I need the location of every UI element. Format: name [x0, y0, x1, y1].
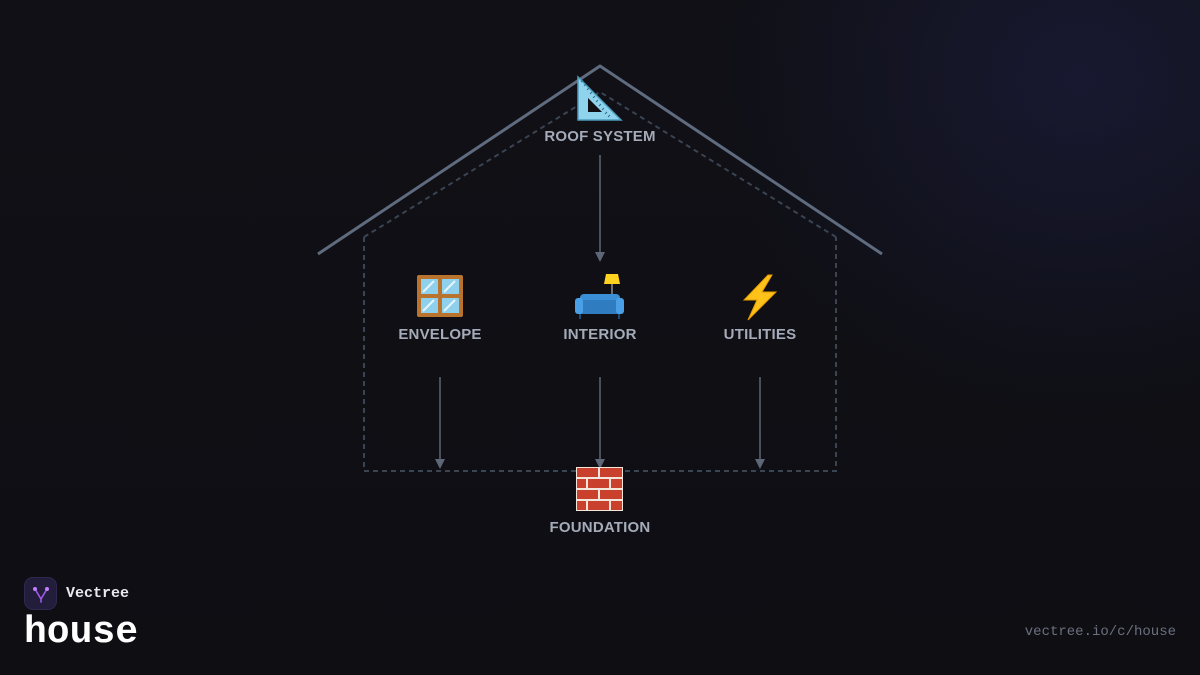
brick-icon [576, 467, 623, 511]
roof-line [317, 64, 883, 256]
node-label-foundation: FOUNDATION [550, 519, 651, 536]
window-icon [417, 275, 463, 317]
node-label-envelope: ENVELOPE [398, 326, 481, 343]
node-envelope[interactable]: ENVELOPE [398, 275, 481, 343]
lightning-bolt-icon [742, 274, 778, 321]
couch-and-lamp-icon [575, 274, 624, 319]
node-label-interior: INTERIOR [563, 326, 636, 343]
vectree-branch-icon [24, 577, 57, 610]
node-label-utilities: UTILITIES [724, 326, 797, 343]
node-label-roof: ROOF SYSTEM [544, 128, 655, 145]
brand[interactable]: Vectree [24, 577, 129, 610]
node-foundation[interactable]: FOUNDATION [550, 467, 651, 536]
inner-roof-outline [363, 90, 837, 238]
triangular-ruler-icon [577, 75, 623, 121]
diagram-title: house [24, 611, 139, 654]
diagram-url[interactable]: vectree.io/c/house [1024, 624, 1176, 640]
node-roof-system[interactable]: ROOF SYSTEM [544, 75, 655, 145]
node-utilities[interactable]: UTILITIES [724, 274, 797, 343]
node-interior[interactable]: INTERIOR [563, 274, 636, 343]
brand-name: Vectree [66, 585, 130, 602]
